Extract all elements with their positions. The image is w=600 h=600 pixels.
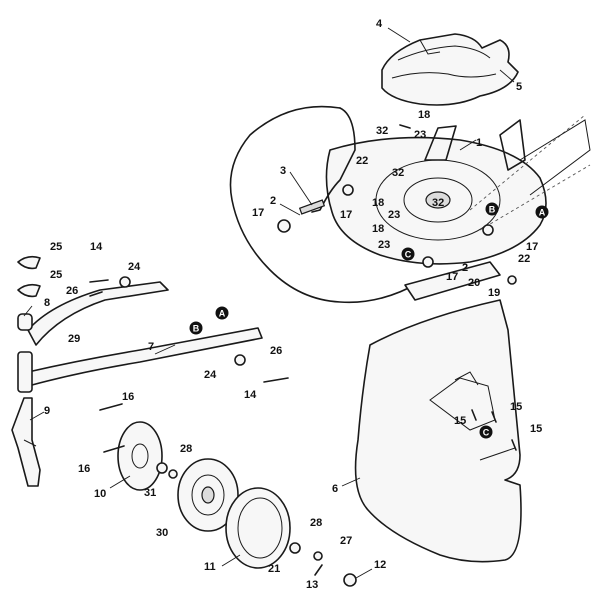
callout-7: 7 [148, 341, 154, 353]
callout-25: 25 [50, 241, 62, 253]
wheel-disc [117, 421, 163, 491]
callout-17: 17 [446, 271, 458, 283]
callout-25: 25 [50, 269, 62, 281]
svg-text:C: C [405, 249, 412, 259]
callout-23: 23 [414, 129, 426, 141]
grass-catcher [354, 299, 522, 563]
reference-marker-b: B [485, 202, 499, 216]
callout-16: 16 [122, 391, 134, 403]
callout-17: 17 [252, 207, 264, 219]
callout-31: 31 [144, 487, 156, 499]
callout-9: 9 [44, 405, 50, 417]
callout-21: 21 [268, 563, 280, 575]
callout-1: 1 [476, 137, 482, 149]
callout-17: 17 [340, 209, 352, 221]
callout-32: 32 [376, 125, 388, 137]
callout-26: 26 [270, 345, 282, 357]
callout-28: 28 [310, 517, 322, 529]
callout-18: 18 [418, 109, 430, 121]
callout-20: 20 [468, 277, 480, 289]
callout-17: 17 [526, 241, 538, 253]
reference-marker-c: C [479, 425, 493, 439]
wheel-tyre [225, 487, 291, 569]
callout-16: 16 [78, 463, 90, 475]
callout-8: 8 [44, 297, 50, 309]
callout-2: 2 [462, 262, 468, 274]
reference-marker-c: C [401, 247, 415, 261]
callout-27: 27 [340, 535, 352, 547]
callout-10: 10 [94, 488, 106, 500]
wheel-hub [177, 458, 239, 532]
reference-marker-b: B [189, 321, 203, 335]
callout-28: 28 [180, 443, 192, 455]
callout-11: 11 [204, 561, 216, 573]
callout-29: 29 [68, 333, 80, 345]
callout-24: 24 [204, 369, 217, 381]
callout-3: 3 [280, 165, 286, 177]
callout-24: 24 [128, 261, 141, 273]
reference-marker-a: A [215, 306, 229, 320]
callout-4: 4 [376, 18, 383, 30]
callout-14: 14 [90, 241, 103, 253]
callout-labels: 1 2 2 3 4 5 6 7 8 9 10 11 12 13 14 14 15… [44, 18, 542, 591]
axle-bracket [11, 397, 41, 487]
control-cable [229, 105, 421, 304]
callout-23: 23 [378, 239, 390, 251]
grass-deflector [381, 33, 519, 106]
svg-text:A: A [539, 207, 546, 217]
callout-32: 32 [432, 197, 444, 209]
callout-22: 22 [518, 253, 530, 265]
callout-19: 19 [488, 287, 500, 299]
callout-14: 14 [244, 389, 257, 401]
callout-15: 15 [530, 423, 542, 435]
leader-lines [23, 27, 515, 579]
svg-text:B: B [193, 323, 200, 333]
handle-clip-parts [17, 255, 41, 331]
wheel-fasteners [156, 462, 357, 587]
callout-23: 23 [388, 209, 400, 221]
svg-text:C: C [483, 427, 490, 437]
handle-bar [17, 281, 263, 393]
rear-flap [404, 261, 501, 301]
svg-text:B: B [489, 204, 496, 214]
svg-text:A: A [219, 308, 226, 318]
callout-5: 5 [516, 81, 522, 93]
callout-18: 18 [372, 197, 384, 209]
callout-15: 15 [510, 401, 522, 413]
callout-26: 26 [66, 285, 78, 297]
deck-fasteners [89, 124, 517, 453]
callout-13: 13 [306, 579, 318, 591]
callout-18: 18 [372, 223, 384, 235]
mower-deck [325, 114, 591, 265]
reference-markers: A A B B C C [189, 202, 549, 439]
callout-15: 15 [454, 415, 466, 427]
reference-marker-a: A [535, 205, 549, 219]
callout-6: 6 [332, 483, 338, 495]
callout-12: 12 [374, 559, 386, 571]
callout-30: 30 [156, 527, 168, 539]
callout-32: 32 [392, 167, 404, 179]
callout-2: 2 [270, 195, 276, 207]
callout-22: 22 [356, 155, 368, 167]
